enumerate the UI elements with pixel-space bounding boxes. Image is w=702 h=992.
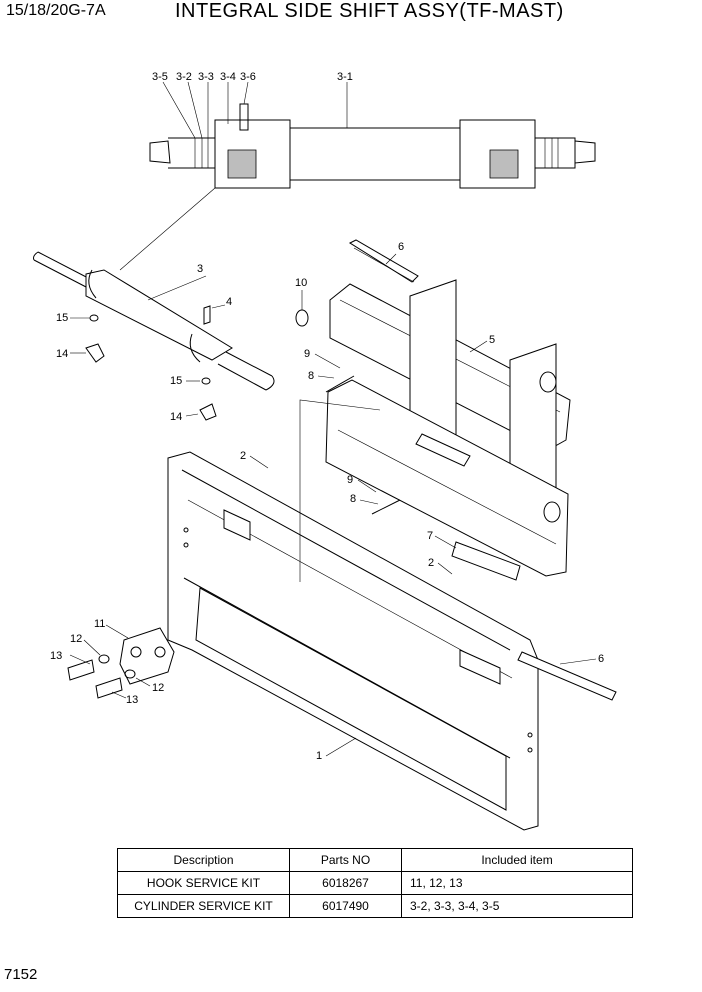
callout-2-lower: 2 (428, 557, 434, 569)
callout-12-lower: 12 (152, 682, 164, 694)
callout-3-3: 3-3 (198, 71, 214, 83)
callout-12-upper: 12 (70, 633, 82, 645)
exploded-parts-diagram: 3-5 3-2 3-3 3-4 3-6 3-1 3 4 6 10 5 15 14… (33, 71, 617, 831)
column-header: Description (117, 848, 290, 872)
callout-3-6: 3-6 (240, 71, 256, 83)
bearing-pad-top (348, 239, 419, 283)
callout-13-upper: 13 (50, 650, 62, 662)
bearing-pad-middle (451, 541, 521, 581)
callout-3-5: 3-5 (152, 71, 168, 83)
page-title: INTEGRAL SIDE SHIFT ASSY(TF-MAST) (175, 0, 564, 22)
callout-3-2: 3-2 (176, 71, 192, 83)
callout-10: 10 (295, 277, 307, 289)
callout-5: 5 (489, 334, 495, 346)
callout-15-upper: 15 (56, 312, 68, 324)
callout-8-lower: 8 (350, 493, 356, 505)
fork-carriage (167, 451, 539, 831)
callout-4: 4 (226, 296, 232, 308)
cylinder-section-detail (149, 103, 596, 189)
table-header-row: Description Parts NO Included item (117, 848, 633, 872)
callout-2-upper: 2 (240, 450, 246, 462)
o-ring (295, 309, 309, 327)
side-shift-cylinder (33, 251, 275, 391)
table-cell: CYLINDER SERVICE KIT (117, 894, 290, 918)
table-cell: 6017490 (289, 894, 402, 918)
callout-3-4: 3-4 (220, 71, 236, 83)
callout-11: 11 (94, 618, 105, 630)
callout-1: 1 (316, 750, 322, 762)
callout-6-top: 6 (398, 241, 404, 253)
table-row: HOOK SERVICE KIT 6018267 11, 12, 13 (117, 871, 633, 895)
grease-fittings (85, 305, 217, 421)
callout-14-upper: 14 (56, 348, 68, 360)
callout-7: 7 (427, 530, 433, 542)
callout-8-upper: 8 (308, 370, 314, 382)
callout-3: 3 (197, 263, 203, 275)
page-number: 7152 (4, 966, 38, 983)
callout-15-lower: 15 (170, 375, 182, 387)
service-kit-table: Description Parts NO Included item HOOK … (117, 848, 633, 918)
lower-hook (67, 627, 175, 699)
pins (325, 375, 401, 515)
callout-6-lower: 6 (598, 653, 604, 665)
callout-9-upper: 9 (304, 348, 310, 360)
table-row: CYLINDER SERVICE KIT 6017490 3-2, 3-3, 3… (117, 894, 633, 918)
callout-3-1: 3-1 (337, 71, 353, 83)
table-cell: 3-2, 3-3, 3-4, 3-5 (401, 894, 633, 918)
upper-carriage (325, 279, 571, 577)
callout-leaders (69, 253, 597, 757)
table-cell: HOOK SERVICE KIT (117, 871, 290, 895)
bearing-pad-side (517, 651, 617, 701)
detail-leaders (119, 81, 348, 271)
table-cell: 11, 12, 13 (401, 871, 633, 895)
model-code: 15/18/20G-7A (6, 2, 106, 19)
callout-14-lower: 14 (170, 411, 182, 423)
table-cell: 6018267 (289, 871, 402, 895)
callout-13-lower: 13 (126, 694, 138, 706)
callout-9-lower: 9 (347, 474, 353, 486)
column-header: Included item (401, 848, 633, 872)
column-header: Parts NO (289, 848, 402, 872)
